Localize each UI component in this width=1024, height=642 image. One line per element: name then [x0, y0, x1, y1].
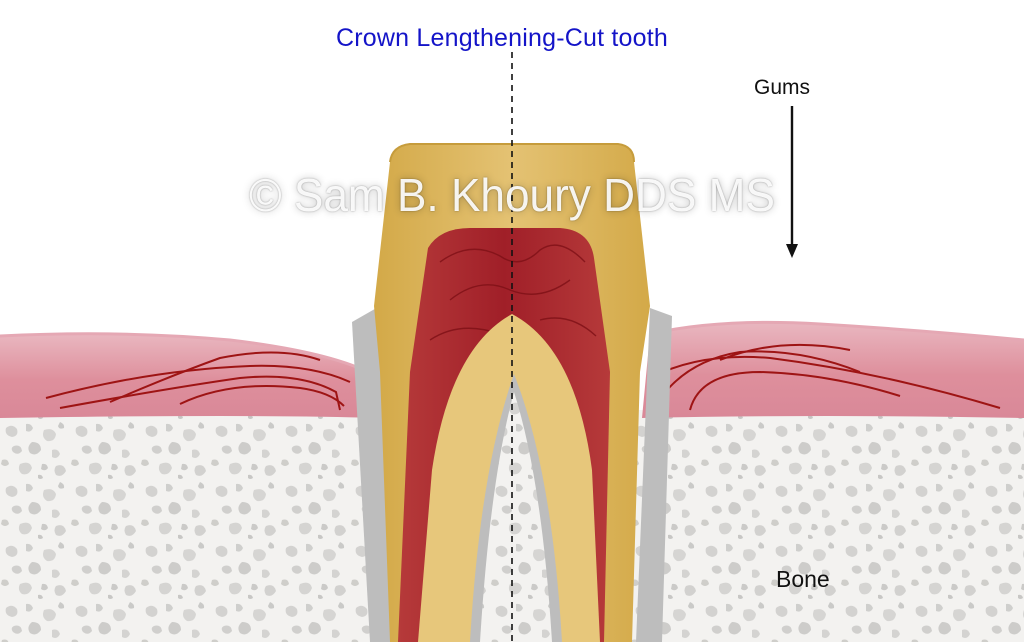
copyright-watermark: © Sam B. Khoury DDS MS [249, 169, 775, 221]
interradicular-bone [480, 392, 552, 642]
gum-left-vessels [45, 351, 351, 411]
diagram-title: Crown Lengthening-Cut tooth [336, 24, 668, 52]
gums-label: Gums [754, 76, 811, 99]
cementum-layer [352, 306, 398, 642]
gum-right-vessels [649, 343, 1001, 411]
gum-left [0, 333, 380, 418]
gum-right [642, 322, 1024, 418]
bone-label: Bone [776, 566, 830, 592]
down-arrow-icon [786, 106, 798, 258]
